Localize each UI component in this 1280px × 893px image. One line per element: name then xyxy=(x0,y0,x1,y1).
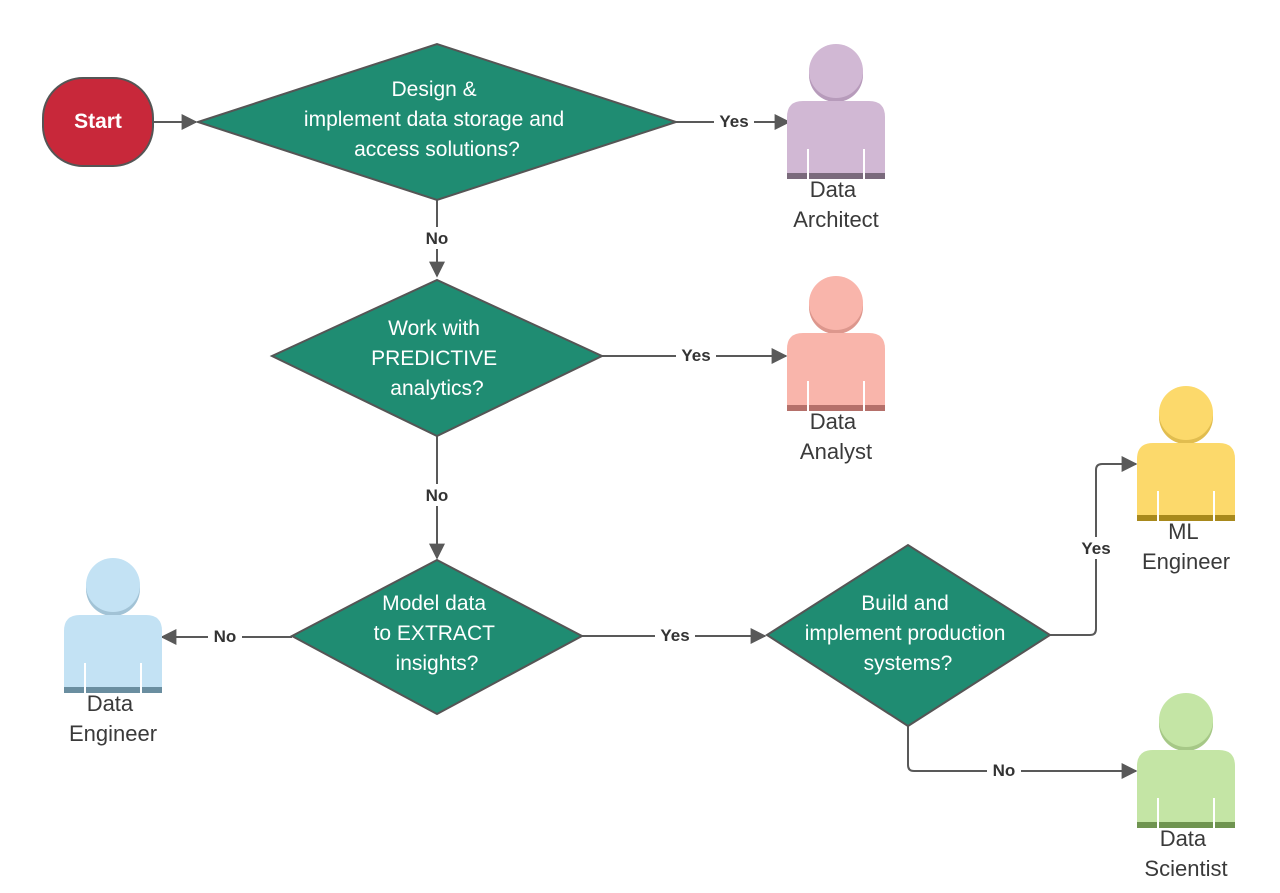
role-ml-engineer: ML Engineer xyxy=(1137,386,1235,574)
decision-storage-text: Design & implement data storage and acce… xyxy=(304,78,570,161)
decision-predictive: Work with PREDICTIVE analytics? xyxy=(269,278,605,438)
edge-label-production-no: No xyxy=(993,761,1016,780)
decision-storage: Design & implement data storage and acce… xyxy=(194,42,680,202)
decision-extract-text: Model data to EXTRACT insights? xyxy=(374,592,501,675)
edge-label-storage-no: No xyxy=(426,229,449,248)
connector-production-no xyxy=(907,726,1138,779)
decision-predictive-text: Work with PREDICTIVE analytics? xyxy=(371,317,503,400)
start-label: Start xyxy=(74,110,122,133)
start-node: Start xyxy=(42,77,154,167)
edge-label-predictive-yes: Yes xyxy=(681,346,710,365)
role-data-architect: Data Architect xyxy=(787,44,885,232)
person-icon xyxy=(787,276,885,411)
role-data-engineer-label: Data Engineer xyxy=(69,691,157,746)
role-ml-engineer-label: ML Engineer xyxy=(1142,519,1230,574)
edge-label-extract-no: No xyxy=(214,627,237,646)
edge-label-storage-yes: Yes xyxy=(719,112,748,131)
decision-production-text: Build and implement production systems? xyxy=(805,592,1012,675)
decision-extract: Model data to EXTRACT insights? xyxy=(289,558,585,716)
decision-production: Build and implement production systems? xyxy=(765,543,1052,728)
edge-label-extract-yes: Yes xyxy=(660,626,689,645)
edge-label-production-yes: Yes xyxy=(1081,539,1110,558)
role-data-analyst: Data Analyst xyxy=(787,276,885,464)
person-icon xyxy=(64,558,162,693)
person-icon xyxy=(1137,386,1235,521)
role-data-scientist: Data Scientist xyxy=(1137,693,1235,881)
edge-labels: Yes No Yes No No Yes Yes No xyxy=(208,110,1118,781)
role-data-engineer: Data Engineer xyxy=(64,558,162,746)
person-icon xyxy=(787,44,885,179)
role-data-analyst-label: Data Analyst xyxy=(800,409,872,464)
role-data-scientist-label: Data Scientist xyxy=(1144,826,1227,881)
person-icon xyxy=(1137,693,1235,828)
edge-label-predictive-no: No xyxy=(426,486,449,505)
role-data-architect-label: Data Architect xyxy=(793,177,879,232)
